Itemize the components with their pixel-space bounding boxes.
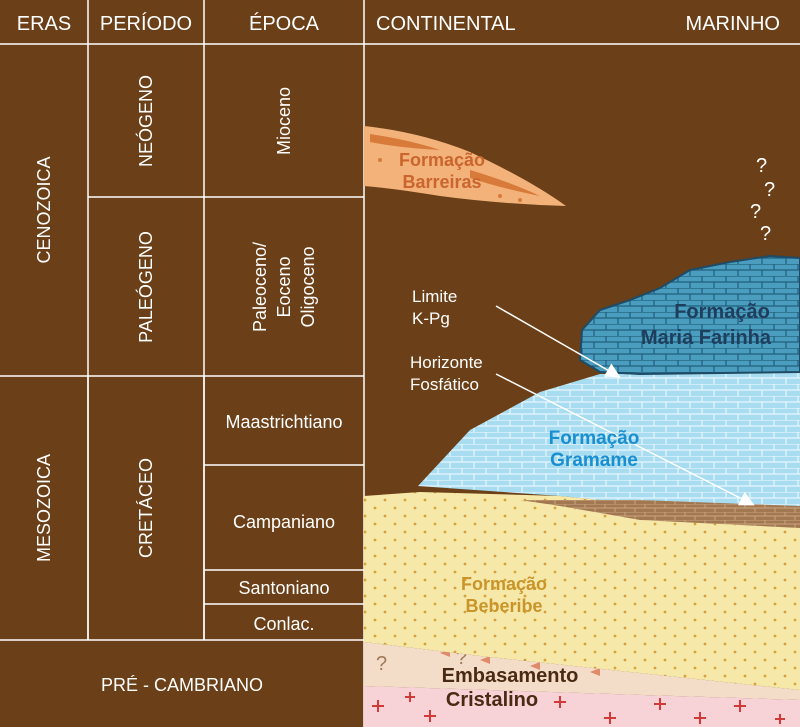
epoca-paleoceno: Paleoceno/ — [250, 242, 270, 332]
question-mark: ? — [764, 179, 775, 201]
header-eras: ERAS — [17, 13, 71, 35]
beberibe-layer — [364, 492, 800, 690]
limite-label: Limite — [412, 287, 457, 306]
cristalino-layer — [364, 686, 800, 727]
beberibe-label-2: Beberibe — [465, 596, 542, 616]
epoca-mioceno: Mioceno — [274, 87, 294, 155]
era-cenozoica: CENOZOICA — [34, 156, 54, 263]
header-epoca: ÉPOCA — [249, 12, 320, 35]
maria-farinha-label-2: Maria Farinha — [641, 327, 772, 349]
header-marinho: MARINHO — [686, 13, 780, 35]
epoca-oligoceno: Oligoceno — [298, 246, 318, 327]
periodo-cretaceo: CRETÁCEO — [136, 458, 156, 558]
horizonte-label: Horizonte — [410, 353, 483, 372]
epoca-conlac: Conlac. — [253, 614, 314, 634]
maria-farinha-label-1: Formação — [674, 301, 770, 323]
header-row — [0, 0, 800, 44]
header-periodo: PERÍODO — [100, 12, 192, 35]
beberibe-label-1: Formação — [461, 574, 547, 594]
barreiras-label-1: Formação — [399, 150, 485, 170]
epoca-maastrichtiano: Maastrichtiano — [225, 412, 342, 432]
fosfatico-label: Fosfático — [410, 375, 479, 394]
epoca-campaniano: Campaniano — [233, 512, 335, 532]
limite-arrow — [495, 305, 621, 378]
periodo-neogeno: NEÓGENO — [135, 75, 156, 167]
era-precambriano: PRÉ - CAMBRIANO — [101, 675, 263, 695]
question-mark: ? — [456, 647, 467, 669]
gramame-label-1: Formação — [549, 428, 640, 449]
question-mark: ? — [760, 223, 771, 245]
gramame-label-2: Gramame — [550, 450, 638, 471]
kpg-label: K-Pg — [412, 309, 450, 328]
cristalino-crosses — [372, 692, 785, 724]
epoca-eoceno: Eoceno — [274, 256, 294, 317]
question-mark: ? — [376, 653, 387, 675]
question-mark: ? — [750, 201, 761, 223]
epoca-santoniano: Santoniano — [238, 578, 329, 598]
barreiras-streaks — [370, 134, 540, 202]
era-mesozoica: MESOZOICA — [34, 454, 54, 562]
cristalino-label: Cristalino — [446, 689, 538, 711]
barreiras-label-2: Barreiras — [402, 172, 481, 192]
gramame-layer — [418, 372, 800, 520]
embasamento-layer — [364, 642, 800, 700]
periodo-paleogeno: PALEÓGENO — [135, 231, 156, 343]
horizonte-arrow — [495, 373, 755, 506]
header-continental: CONTINENTAL — [376, 13, 516, 35]
embasamento-label: Embasamento — [442, 665, 579, 687]
question-mark: ? — [756, 155, 767, 177]
horizonte-fosfatico-layer — [520, 500, 800, 528]
maria-farinha-layer — [578, 254, 800, 376]
